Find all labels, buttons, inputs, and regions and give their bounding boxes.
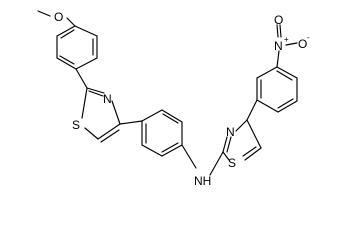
left-thiazole-sulfur-label: S — [72, 118, 80, 132]
right-thiazole-sulfur-label: S — [228, 156, 236, 170]
bond-layer — [37, 10, 298, 176]
atom-label-layer: O N S NH N S N + O O - — [54, 10, 310, 188]
nitro-top-oxygen-label: O — [274, 13, 283, 27]
nitro-side-oxygen-charge-label: - — [307, 33, 310, 42]
structure-canvas: O N S NH N S N + O O - — [37, 10, 310, 188]
nitro-side-oxygen-label: O — [298, 37, 307, 51]
right-thiazole-nitrogen-label: N — [226, 125, 235, 139]
methoxy-oxygen-label: O — [54, 10, 63, 24]
amine-nh-label: NH — [194, 174, 211, 188]
nitro-nitrogen-charge-label: + — [284, 35, 289, 44]
left-thiazole-nitrogen-label: N — [103, 92, 112, 106]
nitro-nitrogen-label: N — [274, 39, 283, 53]
